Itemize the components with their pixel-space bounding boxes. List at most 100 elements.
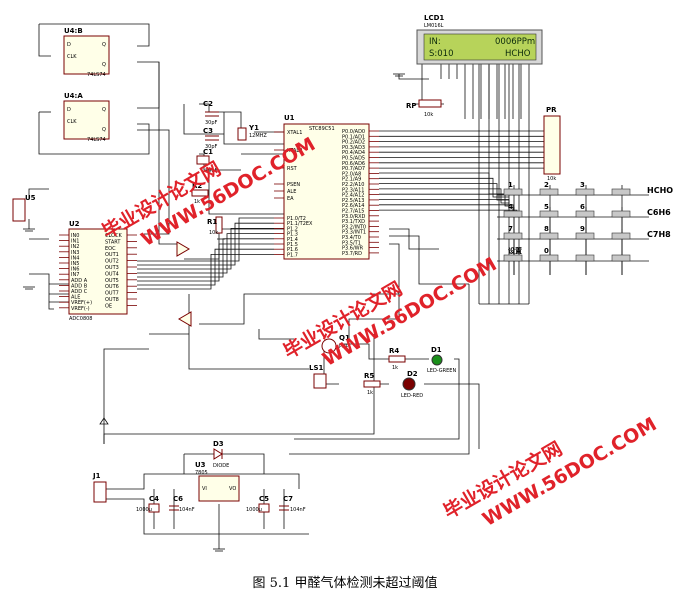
svg-text:74LS74: 74LS74 [87, 137, 106, 143]
u1-pin-label: P0.0/AD0 [342, 129, 365, 135]
svg-text:12MHZ: 12MHZ [249, 133, 267, 139]
u2-pin-label: OUT6 [105, 284, 119, 290]
u2-pin-label: EOC [105, 246, 116, 252]
svg-text:D: D [67, 42, 71, 48]
svg-text:C2: C2 [203, 100, 213, 108]
capacitor-c5: C5 1000u [246, 495, 270, 513]
figure-caption: 图 5.1 甲醛气体检测未超过阈值 [252, 576, 438, 591]
u2-pin-label: IN7 [71, 272, 79, 278]
svg-text:1k: 1k [194, 199, 200, 205]
svg-text:U3: U3 [195, 461, 206, 469]
svg-text:C6: C6 [173, 495, 183, 503]
resistor-r2: R2 1k [191, 182, 209, 205]
svg-text:DIODE: DIODE [213, 463, 229, 469]
u2-pin-label: START [105, 239, 121, 245]
capacitor-c3: C3 30pF [203, 127, 219, 150]
capacitor-c6: C6 104nF [169, 495, 195, 513]
svg-text:U4:B: U4:B [64, 27, 83, 35]
svg-text:104nF: 104nF [179, 507, 195, 513]
u2-pin-label: OUT4 [105, 271, 119, 277]
svg-text:7805: 7805 [195, 470, 208, 476]
svg-text:R5: R5 [364, 372, 374, 380]
keypad-key [503, 254, 523, 262]
keypad-key-label: 3 [580, 181, 585, 189]
keypad-key-label: 1 [508, 181, 513, 189]
keypad-key-label: 2 [544, 181, 549, 189]
svg-text:Q: Q [102, 127, 106, 133]
svg-text:HCHO: HCHO [505, 49, 531, 59]
svg-text:1k: 1k [392, 365, 398, 371]
resistor-r4: R4 1k [388, 347, 406, 371]
u1-pin-label: P2.2/A10 [342, 182, 364, 188]
u1-pin-label: P3.5/T1 [342, 240, 361, 246]
keypad-key [503, 188, 523, 196]
u2-pin-label: VREF(+) [71, 300, 92, 306]
svg-text:30pF: 30pF [205, 120, 218, 126]
svg-text:Q: Q [102, 42, 106, 48]
svg-text:IN:: IN: [429, 37, 441, 47]
svg-text:Q: Q [102, 62, 106, 68]
svg-text:PR: PR [546, 106, 557, 114]
keypad-key [611, 188, 631, 196]
u2-pin-label: OUT3 [105, 265, 119, 271]
u1-pin-label: P2.6/A14 [342, 203, 364, 209]
u1-pin-label: XTAL1 [287, 130, 302, 136]
svg-text:C5: C5 [259, 495, 269, 503]
svg-text:R1: R1 [207, 218, 217, 226]
keypad-key-label: 8 [544, 225, 549, 233]
u1-pin-label: P3.0/RXD [342, 214, 366, 220]
u1-pin-label: P2.7/A15 [342, 209, 364, 215]
u2-pin-label: CLOCK [105, 233, 123, 239]
u1-pin-label: P1.4 [287, 237, 298, 243]
svg-text:10k: 10k [547, 176, 556, 182]
capacitor-c1: C1 10uF [196, 148, 218, 174]
svg-text:104nF: 104nF [290, 507, 306, 513]
keypad-key [539, 188, 559, 196]
u2-pin-label: IN2 [71, 244, 79, 250]
u2-pin-label: IN6 [71, 267, 79, 273]
u2-pin-label: OUT5 [105, 278, 119, 284]
svg-text:LED-RED: LED-RED [401, 393, 423, 399]
u1-pin-label: P2.0/A8 [342, 171, 361, 177]
crystal-y1: Y1 12MHZ [237, 124, 267, 141]
buffer-gate-2 [178, 311, 192, 327]
keypad-key [575, 210, 595, 218]
svg-text:74LS74: 74LS74 [87, 72, 106, 78]
svg-text:LS1: LS1 [309, 364, 324, 372]
rp-potentiometer: RP 10k [406, 99, 442, 118]
svg-text:10uF: 10uF [205, 168, 218, 174]
resistor-r5: R5 1k [363, 372, 381, 396]
u1-pin-label: P0.6/AD6 [342, 161, 365, 167]
pr-resistor-pack: PR 10k [543, 106, 561, 182]
u2-pin-label: ADD A [71, 278, 88, 284]
svg-text:RP: RP [406, 102, 417, 110]
svg-text:1k: 1k [367, 390, 373, 396]
u1-pin-label: P1.1/T2EX [287, 221, 313, 227]
svg-text:U5: U5 [25, 194, 36, 202]
svg-text:Q: Q [102, 107, 106, 113]
u1-pin-label: P3.3/INT1 [342, 230, 366, 236]
u4b-flipflop: U4:B 74LS74 D Q CLK Q [63, 27, 110, 78]
svg-text:CLK: CLK [67, 54, 77, 60]
u1-pin-label: P1.3 [287, 232, 298, 238]
u1-pin-label: P0.5/AD5 [342, 156, 365, 162]
svg-text:VO: VO [229, 486, 236, 492]
svg-text:VI: VI [202, 486, 207, 492]
svg-text:ADC0808: ADC0808 [69, 316, 93, 322]
svg-text:C7: C7 [283, 495, 293, 503]
lcd-module: LCD1 LM016L IN: 0006PPm S:010 HCHO [416, 14, 543, 65]
u5-sensor: U5 [12, 194, 36, 222]
led-d2-red: D2 LED-RED [401, 370, 423, 399]
keypad-row-label: C7H8 [647, 230, 671, 239]
svg-text:D: D [67, 107, 71, 113]
u2-pin-label: IN4 [71, 255, 79, 261]
svg-text:D1: D1 [431, 346, 442, 354]
u1-pin-label: P3.7/RD [342, 251, 362, 257]
keypad-key-label: 4 [508, 203, 513, 211]
keypad-key [503, 210, 523, 218]
u1-microcontroller: U1 STC89C51 XTAL1XTAL2RSTPSENALEEAP1.0/T… [274, 114, 379, 260]
u2-pin-label: IN3 [71, 250, 79, 256]
svg-text:J1: J1 [92, 472, 101, 480]
